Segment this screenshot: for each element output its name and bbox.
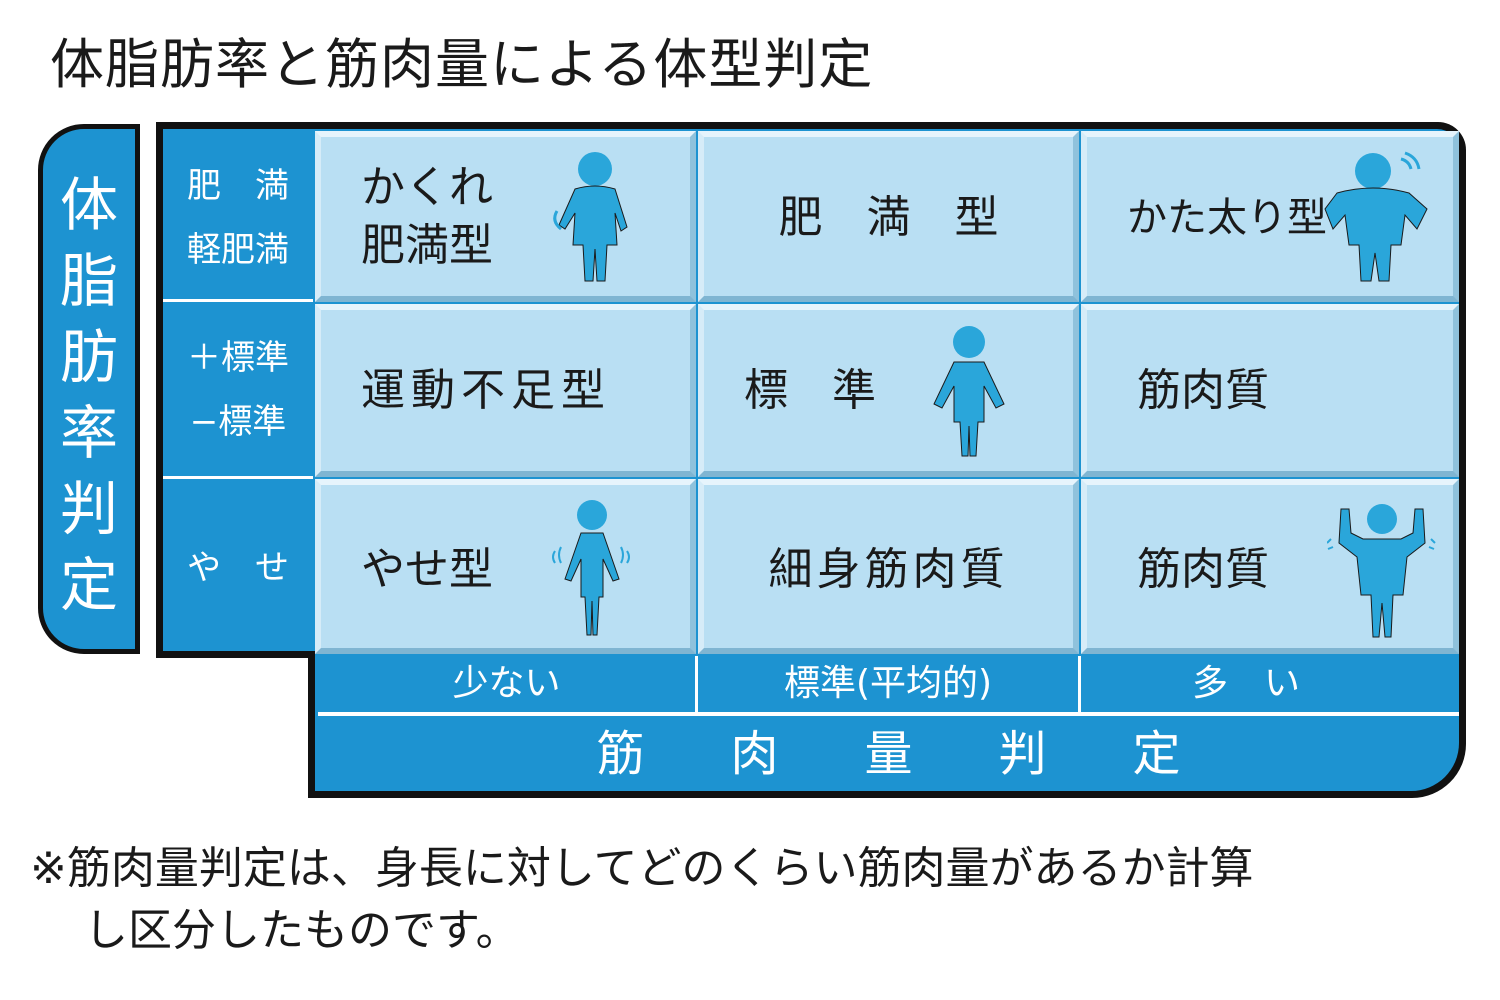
cell-standard: 標 準 — [698, 304, 1079, 477]
cell-label: 細身筋肉質 — [768, 544, 1009, 595]
cell-label: 標 準 — [744, 365, 876, 416]
hidden-obese-person-icon — [553, 152, 628, 282]
cell-hidden-obese: かくれ 肥満型 — [315, 131, 696, 302]
row-label-line: 肥 満 — [187, 166, 289, 206]
body-fat-axis-tab: 体 脂 肪 率 判 定 — [38, 124, 140, 654]
cell-muscular: 筋肉質 — [1081, 479, 1459, 654]
standard-person-icon — [933, 326, 1005, 457]
cell-label: 運動不足型 — [361, 365, 611, 416]
row-divider — [163, 476, 313, 479]
axis-char: 肪 — [59, 323, 118, 391]
page-title: 体脂肪率と筋肉量による体型判定 — [50, 33, 874, 96]
axis-divider — [318, 712, 1459, 716]
row-label-line: ＋標準 — [187, 338, 289, 378]
muscle-mass-axis-label: 筋肉量判定 — [596, 726, 1267, 782]
muscular-person-icon — [1327, 504, 1436, 638]
axis-char: 体 — [59, 171, 118, 239]
axis-char: 脂 — [59, 247, 118, 315]
footnote-line-1: ※筋肉量判定は、身長に対してどのくらい筋肉量があるか計算 — [30, 843, 1254, 894]
axis-char: 率 — [59, 399, 118, 467]
body-fat-axis-label: 体 脂 肪 率 判 定 — [43, 167, 135, 623]
cell-label: かくれ 肥満型 — [361, 159, 493, 275]
row-label-line: 軽肥満 — [187, 230, 289, 270]
row-label-obese: 肥 満 軽肥満 — [163, 140, 313, 296]
cell-label: 筋肉質 — [1137, 365, 1269, 416]
cell-thin: やせ型 — [315, 479, 696, 654]
footnote: ※筋肉量判定は、身長に対してどのくらい筋肉量があるか計算 し区分したものです。 — [30, 838, 1254, 962]
col-divider — [695, 656, 698, 712]
stocky-person-icon — [1324, 151, 1428, 282]
cell-slim-muscular: 細身筋肉質 — [698, 479, 1079, 654]
row-label-thin: や せ — [163, 488, 313, 648]
row-label-line: や せ — [187, 548, 289, 588]
cell-muscular-standard-fat: 筋肉質 — [1081, 304, 1459, 477]
cell-label: かた太り型 — [1127, 195, 1327, 241]
col-label-high: 多 い — [1191, 663, 1300, 704]
col-label-low: 少ない — [452, 663, 561, 704]
cell-label-line: 肥満型 — [361, 220, 493, 271]
cell-label: やせ型 — [361, 544, 493, 595]
row-divider — [163, 299, 313, 302]
cell-label: 肥 満 型 — [778, 192, 999, 243]
col-divider — [1078, 656, 1081, 712]
row-label-standard: ＋標準 −標準 — [163, 310, 313, 470]
col-label-standard: 標準(平均的) — [783, 663, 993, 704]
cell-label: 筋肉質 — [1137, 544, 1269, 595]
axis-char: 定 — [59, 551, 118, 619]
cell-stocky: かた太り型 — [1081, 131, 1459, 302]
cell-obese: 肥 満 型 — [698, 131, 1079, 302]
cell-lack-of-exercise: 運動不足型 — [315, 304, 696, 477]
footnote-line-2: し区分したものです。 — [84, 905, 520, 956]
axis-char: 判 — [59, 475, 118, 543]
cell-label-line: かくれ — [361, 162, 493, 213]
thin-person-icon — [552, 500, 630, 636]
row-label-line: −標準 — [189, 402, 287, 442]
